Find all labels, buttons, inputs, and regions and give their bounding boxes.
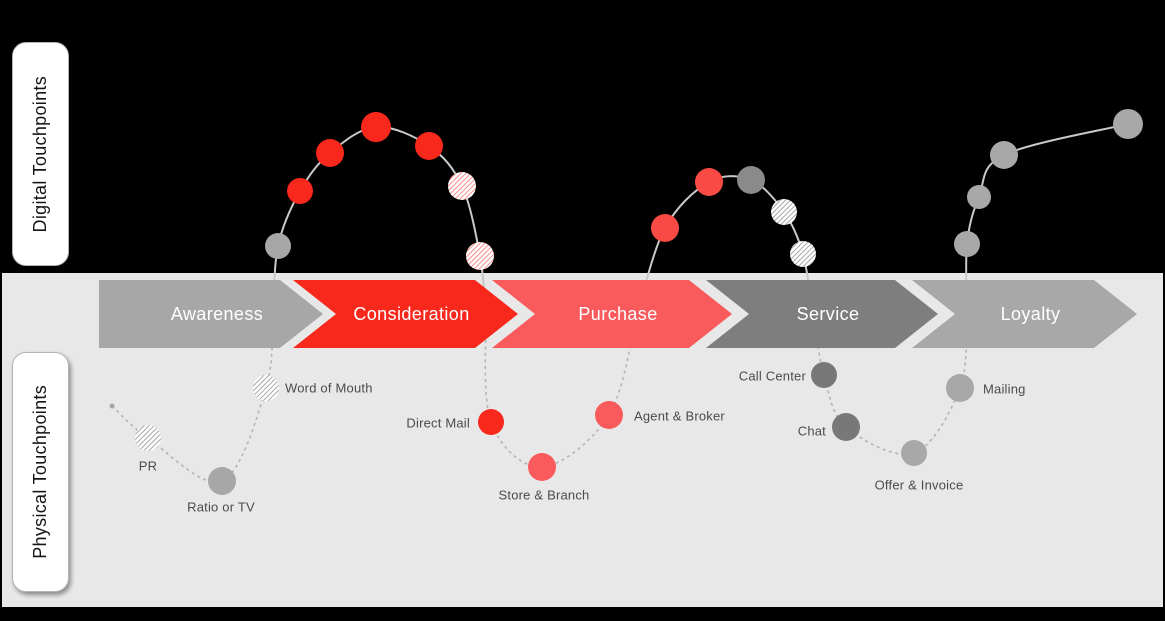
digital-touchpoints-label: Digital Touchpoints: [30, 75, 50, 233]
journey-segment-dashed: [812, 313, 968, 456]
touchpoint-dot: [967, 185, 991, 209]
touchpoint-dot: [737, 166, 765, 194]
touchpoint-dot: [651, 214, 679, 242]
touchpoint-dot-call-center: [811, 362, 837, 388]
touchpoint-dot: [954, 231, 980, 257]
touchpoint-dot-direct-mail: [478, 409, 504, 435]
touchpoint-dot-agent-broker: [595, 401, 623, 429]
journey-segment-solid: [272, 125, 487, 315]
touchpoint-dot-word-of-mouth: [253, 375, 279, 401]
touchpoint-dot-mailing: [946, 374, 974, 402]
touchpoint-dot-offer-invoice: [901, 440, 927, 466]
touchpoint-dot: [448, 172, 476, 200]
touchpoint-dot: [466, 242, 494, 270]
touchpoint-dot: [990, 141, 1018, 169]
digital-touchpoints-box: Digital Touchpoints: [12, 42, 69, 266]
touchpoint-dot: [1113, 109, 1143, 139]
touchpoint-dot: [361, 112, 391, 142]
touchpoint-dot: [287, 178, 313, 204]
touchpoint-dot-store-branch: [528, 453, 556, 481]
journey-segment-dashed: [484, 313, 638, 468]
touchpoint-dot: [695, 168, 723, 196]
journey-segment-dashed: [111, 313, 274, 483]
touchpoint-dot-chat: [832, 413, 860, 441]
physical-touchpoints-box: Physical Touchpoints: [12, 352, 69, 592]
touchpoint-dot: [265, 233, 291, 259]
touchpoint-dot: [316, 139, 344, 167]
touchpoint-dot: [790, 241, 816, 267]
touchpoint-dot-ratio-or-tv: [208, 467, 236, 495]
touchpoint-dot: [771, 199, 797, 225]
touchpoint-dot-pr: [135, 425, 161, 451]
journey-segment-solid: [636, 175, 814, 315]
touchpoint-dot: [109, 403, 115, 409]
touchpoint-dot: [415, 132, 443, 160]
physical-touchpoints-label: Physical Touchpoints: [30, 385, 50, 559]
